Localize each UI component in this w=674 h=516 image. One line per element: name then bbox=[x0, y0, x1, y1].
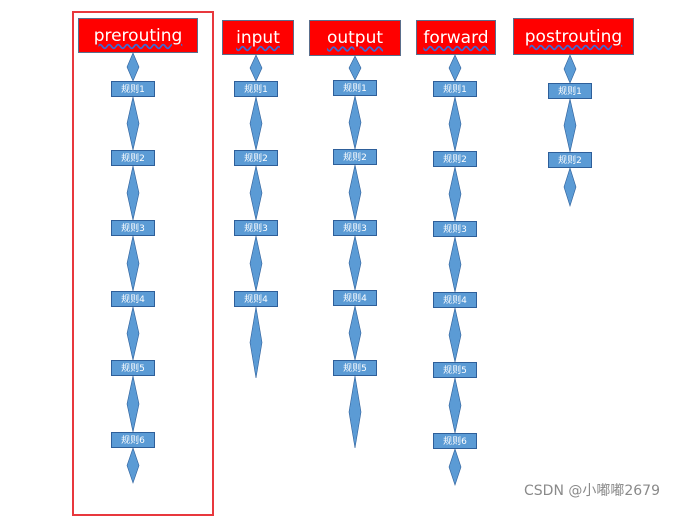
rule-box-input-1: 规则1 bbox=[234, 81, 278, 97]
chain-title-forward: forward bbox=[416, 20, 496, 55]
arrow-input-tail bbox=[249, 306, 263, 379]
arrow-output-3 bbox=[348, 164, 362, 221]
chain-title-input: input bbox=[222, 20, 294, 55]
rule-box-output-5: 规则5 bbox=[333, 360, 377, 376]
rule-box-forward-6: 规则6 bbox=[433, 433, 477, 449]
arrow-output-1 bbox=[348, 55, 362, 81]
arrow-output-5 bbox=[348, 305, 362, 361]
rule-box-input-2: 规则2 bbox=[234, 150, 278, 166]
arrow-postrouting-1 bbox=[563, 54, 577, 84]
arrow-postrouting-tail bbox=[563, 167, 577, 207]
arrow-output-tail bbox=[348, 375, 362, 449]
arrow-forward-1 bbox=[448, 54, 462, 82]
rule-box-output-4: 规则4 bbox=[333, 290, 377, 306]
rule-box-forward-1: 规则1 bbox=[433, 81, 477, 97]
arrow-postrouting-2 bbox=[563, 98, 577, 153]
chain-title-output: output bbox=[309, 20, 401, 56]
rule-box-prerouting-3: 规则3 bbox=[111, 220, 155, 236]
chain-title-postrouting: postrouting bbox=[513, 18, 634, 55]
arrow-output-4 bbox=[348, 235, 362, 291]
rule-box-output-1: 规则1 bbox=[333, 80, 377, 96]
arrow-forward-3 bbox=[448, 166, 462, 222]
arrow-forward-tail bbox=[448, 448, 462, 486]
rule-box-postrouting-2: 规则2 bbox=[548, 152, 592, 168]
rule-box-prerouting-5: 规则5 bbox=[111, 360, 155, 376]
rule-box-output-2: 规则2 bbox=[333, 149, 377, 165]
arrow-forward-6 bbox=[448, 377, 462, 434]
rule-box-forward-5: 规则5 bbox=[433, 362, 477, 378]
arrow-input-2 bbox=[249, 96, 263, 151]
rule-box-forward-3: 规则3 bbox=[433, 221, 477, 237]
arrow-forward-5 bbox=[448, 307, 462, 363]
chain-title-prerouting: prerouting bbox=[78, 18, 198, 53]
rule-box-forward-2: 规则2 bbox=[433, 151, 477, 167]
arrow-forward-2 bbox=[448, 96, 462, 152]
rule-box-postrouting-1: 规则1 bbox=[548, 83, 592, 99]
arrow-input-4 bbox=[249, 235, 263, 292]
rule-box-prerouting-4: 规则4 bbox=[111, 291, 155, 307]
rule-box-forward-4: 规则4 bbox=[433, 292, 477, 308]
rule-box-input-3: 规则3 bbox=[234, 220, 278, 236]
watermark: CSDN @小嘟嘟2679 bbox=[524, 483, 660, 499]
arrow-input-1 bbox=[249, 54, 263, 82]
rule-box-prerouting-6: 规则6 bbox=[111, 432, 155, 448]
rule-box-input-4: 规则4 bbox=[234, 291, 278, 307]
arrow-output-2 bbox=[348, 95, 362, 150]
arrow-forward-4 bbox=[448, 236, 462, 293]
rule-box-prerouting-2: 规则2 bbox=[111, 150, 155, 166]
rule-box-prerouting-1: 规则1 bbox=[111, 81, 155, 97]
arrow-prerouting-tail bbox=[126, 447, 140, 484]
rule-box-output-3: 规则3 bbox=[333, 220, 377, 236]
arrow-input-3 bbox=[249, 165, 263, 221]
